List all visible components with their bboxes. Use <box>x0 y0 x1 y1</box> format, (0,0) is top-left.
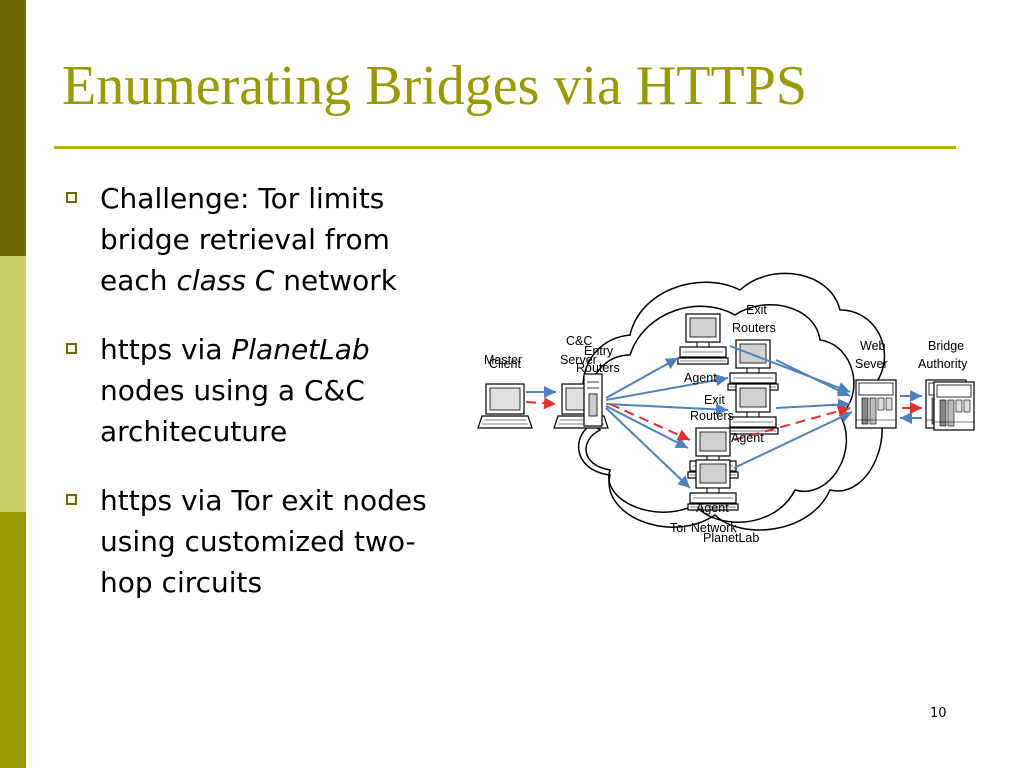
web-server-icon <box>855 379 897 429</box>
label-cc: C&C <box>566 334 592 348</box>
label-agent-top: Agent <box>684 371 717 385</box>
bullet-list: Challenge: Tor limits bridge retrieval f… <box>62 178 462 631</box>
label-exit-mid: Exit <box>704 393 725 407</box>
label-authority: Authority <box>918 357 968 371</box>
exit-router-mid-desktop-icon <box>727 383 779 435</box>
label-tor-network: Tor Network <box>670 521 737 535</box>
agent-top-desktop-icon <box>677 313 729 365</box>
page-number: 10 <box>930 706 947 721</box>
bullet-text: class C <box>176 264 275 297</box>
bullet-item: https via PlanetLab nodes using a C&C ar… <box>62 329 462 452</box>
label-bridge: Bridge <box>928 339 964 353</box>
label-master: Master <box>484 353 522 367</box>
label-planetlab: PlanetLab <box>703 531 759 545</box>
sidebar-block-dark <box>0 0 26 256</box>
bullet-text: network <box>274 264 398 297</box>
blue-connection-arrows <box>526 345 922 489</box>
label-exit-mid-routers: Routers <box>690 409 734 423</box>
bullet-text: Challenge: Tor limits bridge retrieval f… <box>100 182 390 297</box>
bridge-authority-server-icon-2 <box>933 381 975 431</box>
sidebar-block-light <box>0 256 26 512</box>
slide-title: Enumerating Bridges via HTTPS <box>62 55 808 117</box>
label-entry-routers: Routers <box>576 361 620 375</box>
sidebar-block-mid <box>0 512 26 768</box>
red-dashed-arrows <box>525 397 922 441</box>
bullet-square-icon <box>66 343 77 354</box>
planetlab-cloud <box>577 272 886 531</box>
master-client-laptop-icon <box>477 383 533 429</box>
bullet-text: nodes using a C&C architecuture <box>100 374 365 448</box>
label-agent-bottom: Agent <box>696 501 729 515</box>
bullet-text: https via Tor exit nodes using customize… <box>100 484 427 599</box>
label-sever: Sever <box>855 357 888 371</box>
label-exit-top: Exit <box>746 303 767 317</box>
bullet-item: https via Tor exit nodes using customize… <box>62 480 462 603</box>
entry-router-tower-icon <box>583 373 603 427</box>
title-divider <box>54 146 956 149</box>
label-entry: Entry <box>584 344 614 358</box>
label-agent-mid: Agent <box>731 431 764 445</box>
label-exit-top-routers: Routers <box>732 321 776 335</box>
sidebar <box>0 0 26 768</box>
label-client: Client <box>489 357 521 371</box>
label-server: Server <box>560 353 597 367</box>
bullet-square-icon <box>66 494 77 505</box>
bullet-text: https via <box>100 333 232 366</box>
label-web: Web <box>860 339 886 353</box>
bullet-text: PlanetLab <box>231 333 370 366</box>
bullet-square-icon <box>66 192 77 203</box>
bullet-item: Challenge: Tor limits bridge retrieval f… <box>62 178 462 301</box>
